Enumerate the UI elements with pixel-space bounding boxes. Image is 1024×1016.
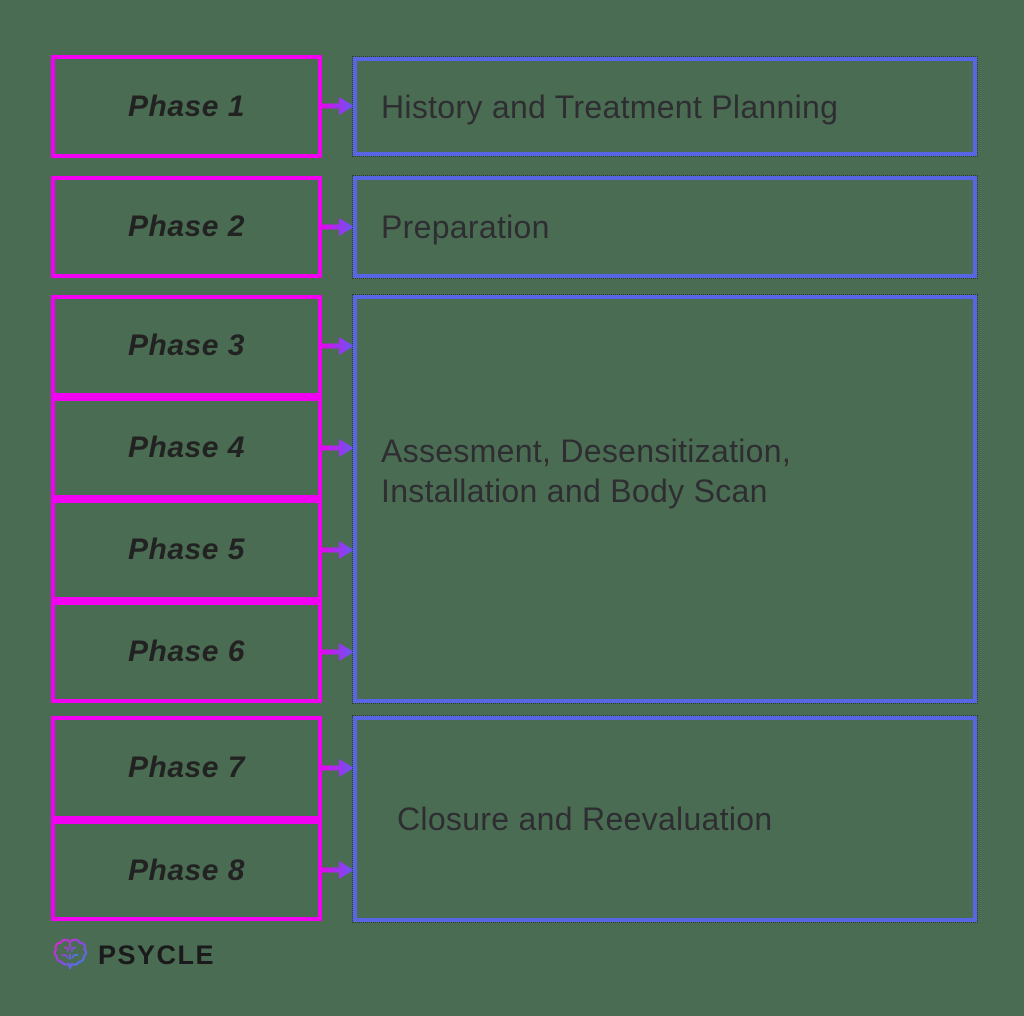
arrow-icon bbox=[319, 97, 354, 115]
phase-label-7: Phase 7 bbox=[128, 751, 245, 784]
phase-box-2: Phase 2 bbox=[51, 176, 322, 278]
description-box-assessment: Assesment, Desensitization, Installation… bbox=[352, 294, 978, 704]
psycle-logo: PSYCLE bbox=[50, 934, 215, 976]
description-text: Closure and Reevaluation bbox=[397, 801, 773, 837]
phase-box-7: Phase 7 bbox=[51, 716, 322, 820]
phase-label-6: Phase 6 bbox=[128, 635, 245, 668]
phase-box-6: Phase 6 bbox=[51, 601, 322, 703]
arrow-icon bbox=[319, 218, 354, 236]
phase-box-1: Phase 1 bbox=[51, 55, 322, 158]
phase-box-8: Phase 8 bbox=[51, 820, 322, 921]
arrow-icon bbox=[319, 643, 354, 661]
phase-box-4: Phase 4 bbox=[51, 397, 322, 499]
phase-box-3: Phase 3 bbox=[51, 295, 322, 397]
phase-label-5: Phase 5 bbox=[128, 533, 245, 566]
description-text: Assesment, Desensitization, Installation… bbox=[381, 433, 792, 509]
brain-icon bbox=[53, 938, 88, 970]
description-box-history: History and Treatment Planning bbox=[352, 56, 978, 157]
arrow-icon bbox=[319, 541, 354, 559]
phase-label-3: Phase 3 bbox=[128, 329, 245, 362]
arrow-icon bbox=[319, 861, 354, 879]
description-text: History and Treatment Planning bbox=[381, 88, 839, 125]
phase-box-5: Phase 5 bbox=[51, 499, 322, 601]
description-box-preparation: Preparation bbox=[352, 175, 978, 279]
description-text: Preparation bbox=[381, 209, 550, 245]
phase-label-2: Phase 2 bbox=[128, 210, 245, 243]
phase-label-1: Phase 1 bbox=[128, 89, 245, 123]
description-box-closure: Closure and Reevaluation bbox=[352, 715, 978, 923]
arrow-icon bbox=[319, 439, 354, 457]
arrow-icon bbox=[319, 759, 354, 777]
logo-text: PSYCLE bbox=[98, 939, 216, 970]
phase-label-8: Phase 8 bbox=[128, 853, 245, 887]
phase-label-4: Phase 4 bbox=[128, 431, 245, 464]
arrow-icon bbox=[319, 337, 354, 355]
